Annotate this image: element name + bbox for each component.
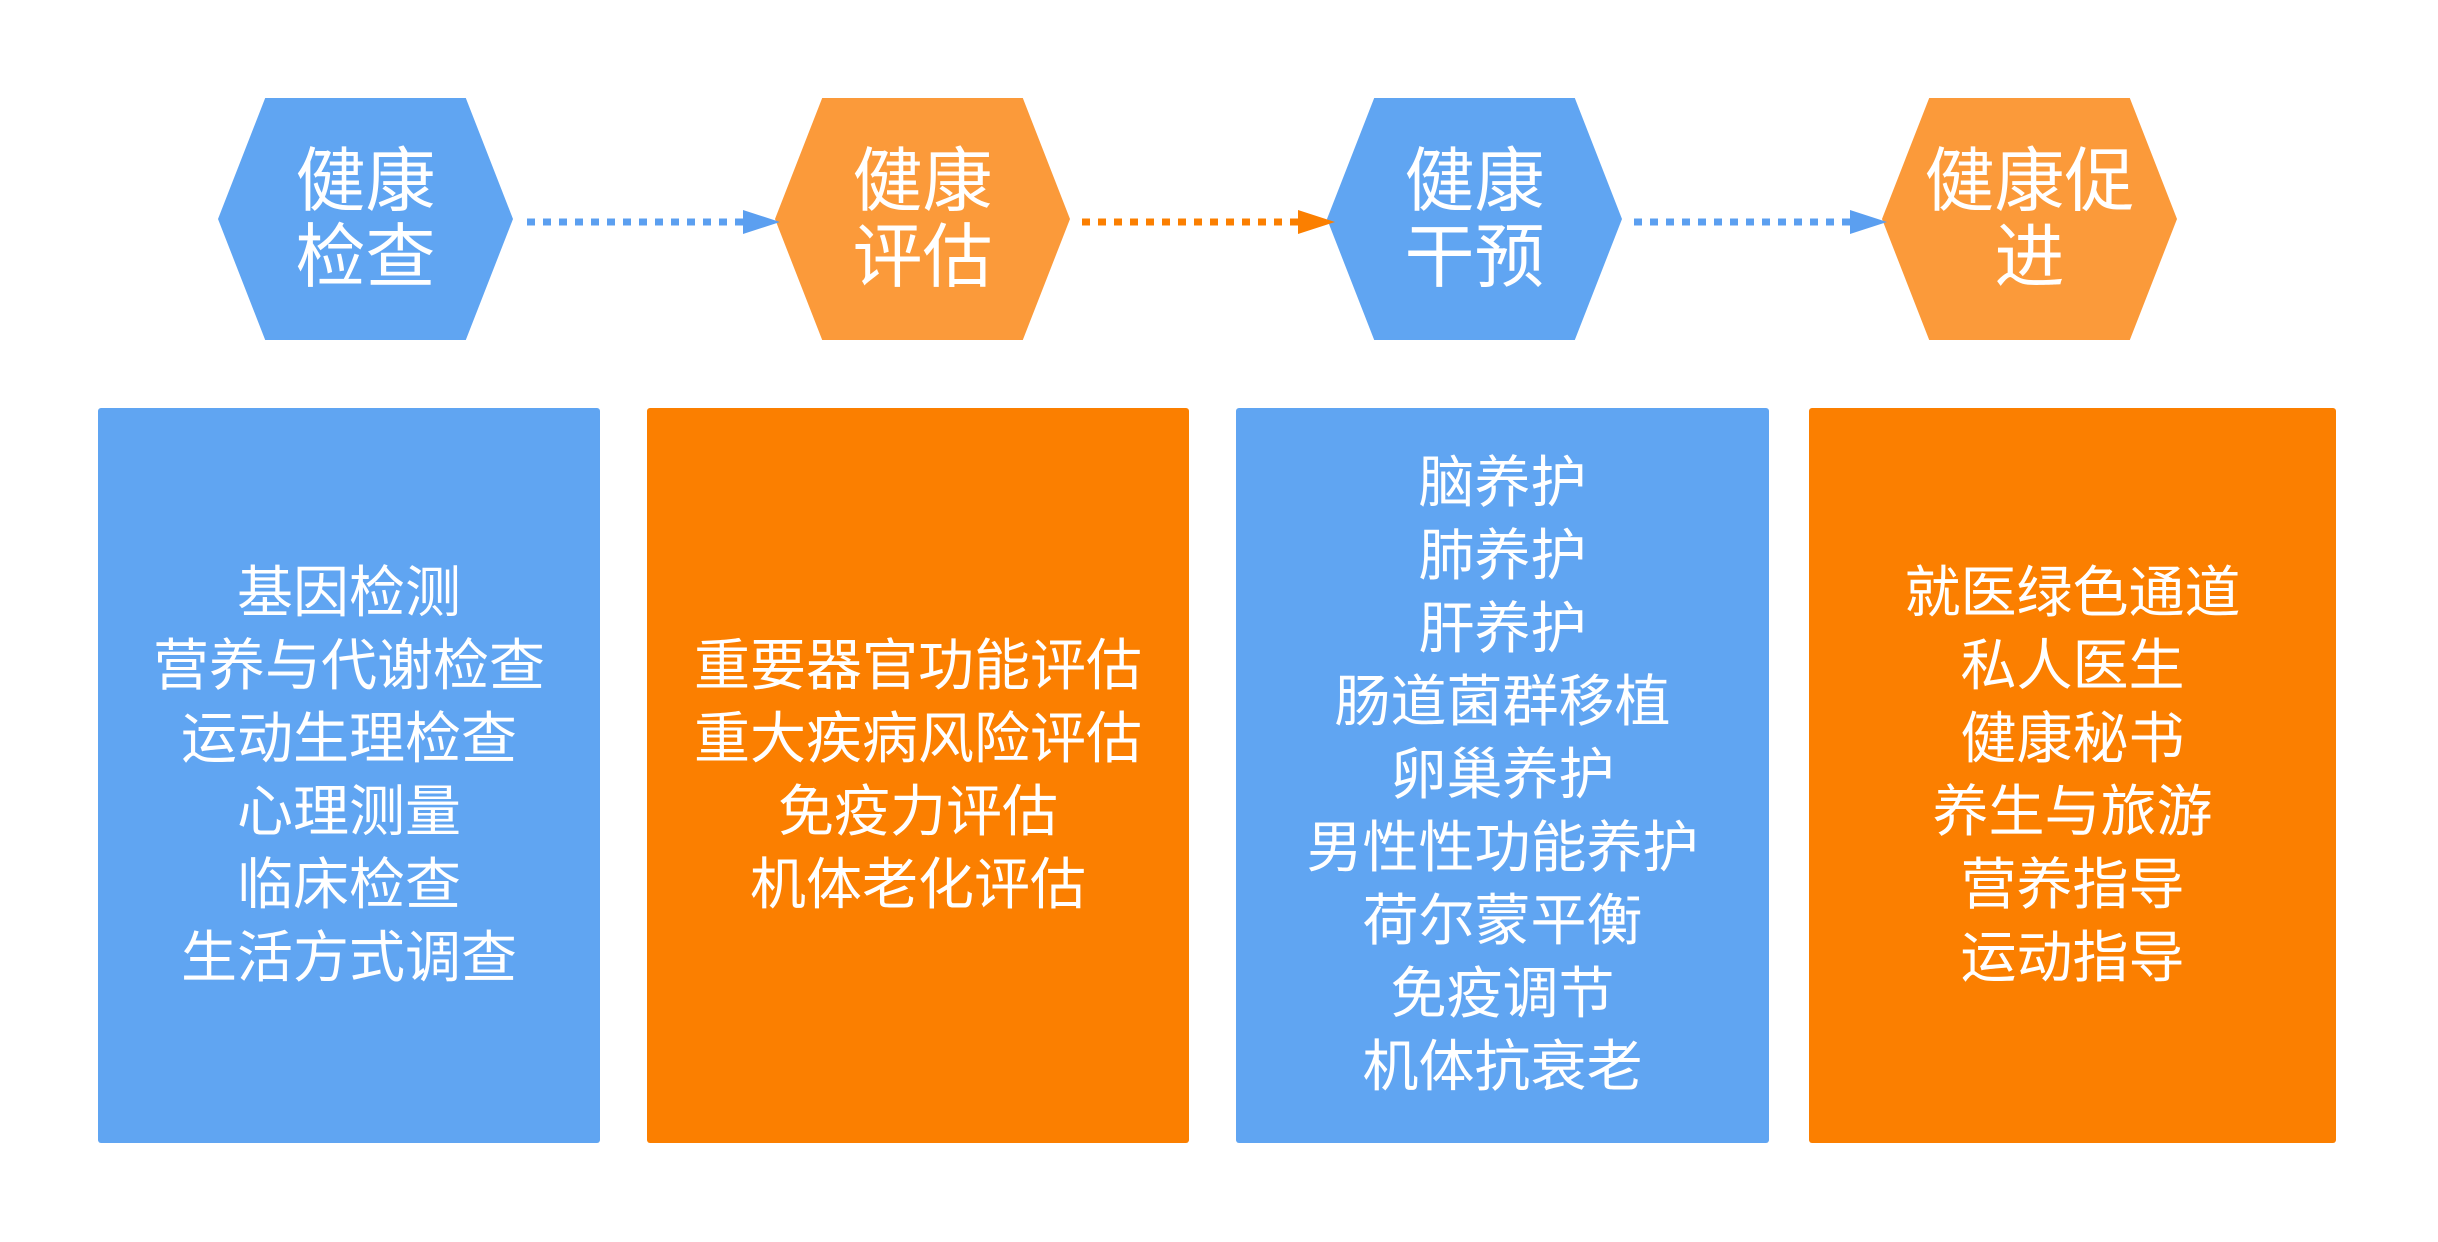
- stage-label: 健康检查: [295, 140, 436, 298]
- list-item: 临床检查: [237, 852, 461, 918]
- detail-list: 重要器官功能评估 重大疾病风险评估 免疫力评估 机体老化评估: [694, 630, 1142, 922]
- list-item: 心理测量: [237, 779, 461, 845]
- detail-box-health-assessment: 重要器官功能评估 重大疾病风险评估 免疫力评估 机体老化评估: [647, 408, 1189, 1143]
- list-item: 肺养护: [1418, 524, 1587, 589]
- stage-label: 健康评估: [852, 140, 993, 298]
- list-item: 私人医生: [1960, 633, 2185, 699]
- list-item: 运动生理检查: [181, 706, 517, 772]
- detail-box-health-check: 基因检测 营养与代谢检查 运动生理检查 心理测量 临床检查 生活方式调查: [98, 408, 600, 1143]
- stage-hexagon-health-intervention: 健康干预: [1327, 98, 1622, 340]
- list-item: 男性性功能养护: [1306, 816, 1699, 881]
- list-item: 生活方式调查: [181, 925, 517, 991]
- list-item: 养生与旅游: [1932, 779, 2213, 845]
- detail-list: 脑养护 肺养护 肝养护 肠道菌群移植 卵巢养护 男性性功能养护 荷尔蒙平衡 免疫…: [1307, 447, 1699, 1104]
- list-item: 重大疾病风险评估: [694, 706, 1142, 772]
- list-item: 脑养护: [1418, 451, 1587, 516]
- list-item: 机体抗衰老: [1362, 1035, 1643, 1100]
- list-item: 营养与代谢检查: [153, 633, 545, 699]
- stage-hexagon-health-assessment: 健康评估: [775, 98, 1070, 340]
- list-item: 营养指导: [1960, 852, 2185, 918]
- arrow-intervention-to-promotion: [1632, 210, 1887, 234]
- stage-hexagon-health-promotion: 健康促进: [1882, 98, 2177, 340]
- list-item: 运动指导: [1960, 925, 2185, 991]
- detail-box-health-promotion: 就医绿色通道 私人医生 健康秘书 养生与旅游 营养指导 运动指导: [1809, 408, 2336, 1143]
- list-item: 免疫力评估: [778, 779, 1058, 845]
- detail-list: 就医绿色通道 私人医生 健康秘书 养生与旅游 营养指导 运动指导: [1905, 557, 2241, 995]
- list-item: 肠道菌群移植: [1334, 670, 1671, 735]
- list-item: 肝养护: [1418, 597, 1587, 662]
- list-item: 机体老化评估: [750, 852, 1086, 918]
- arrow-check-to-assessment: [525, 210, 780, 234]
- list-item: 卵巢养护: [1390, 743, 1615, 808]
- list-item: 免疫调节: [1390, 962, 1615, 1027]
- stage-label: 健康促进: [1924, 140, 2135, 298]
- detail-box-health-intervention: 脑养护 肺养护 肝养护 肠道菌群移植 卵巢养护 男性性功能养护 荷尔蒙平衡 免疫…: [1236, 408, 1769, 1143]
- detail-list: 基因检测 营养与代谢检查 运动生理检查 心理测量 临床检查 生活方式调查: [153, 557, 545, 995]
- list-item: 就医绿色通道: [1904, 560, 2241, 626]
- list-item: 健康秘书: [1960, 706, 2185, 772]
- list-item: 基因检测: [237, 560, 461, 626]
- list-item: 荷尔蒙平衡: [1362, 889, 1643, 954]
- list-item: 重要器官功能评估: [694, 633, 1142, 699]
- arrow-assessment-to-intervention: [1080, 210, 1335, 234]
- stage-hexagon-health-check: 健康检查: [218, 98, 513, 340]
- stage-label: 健康干预: [1404, 140, 1545, 298]
